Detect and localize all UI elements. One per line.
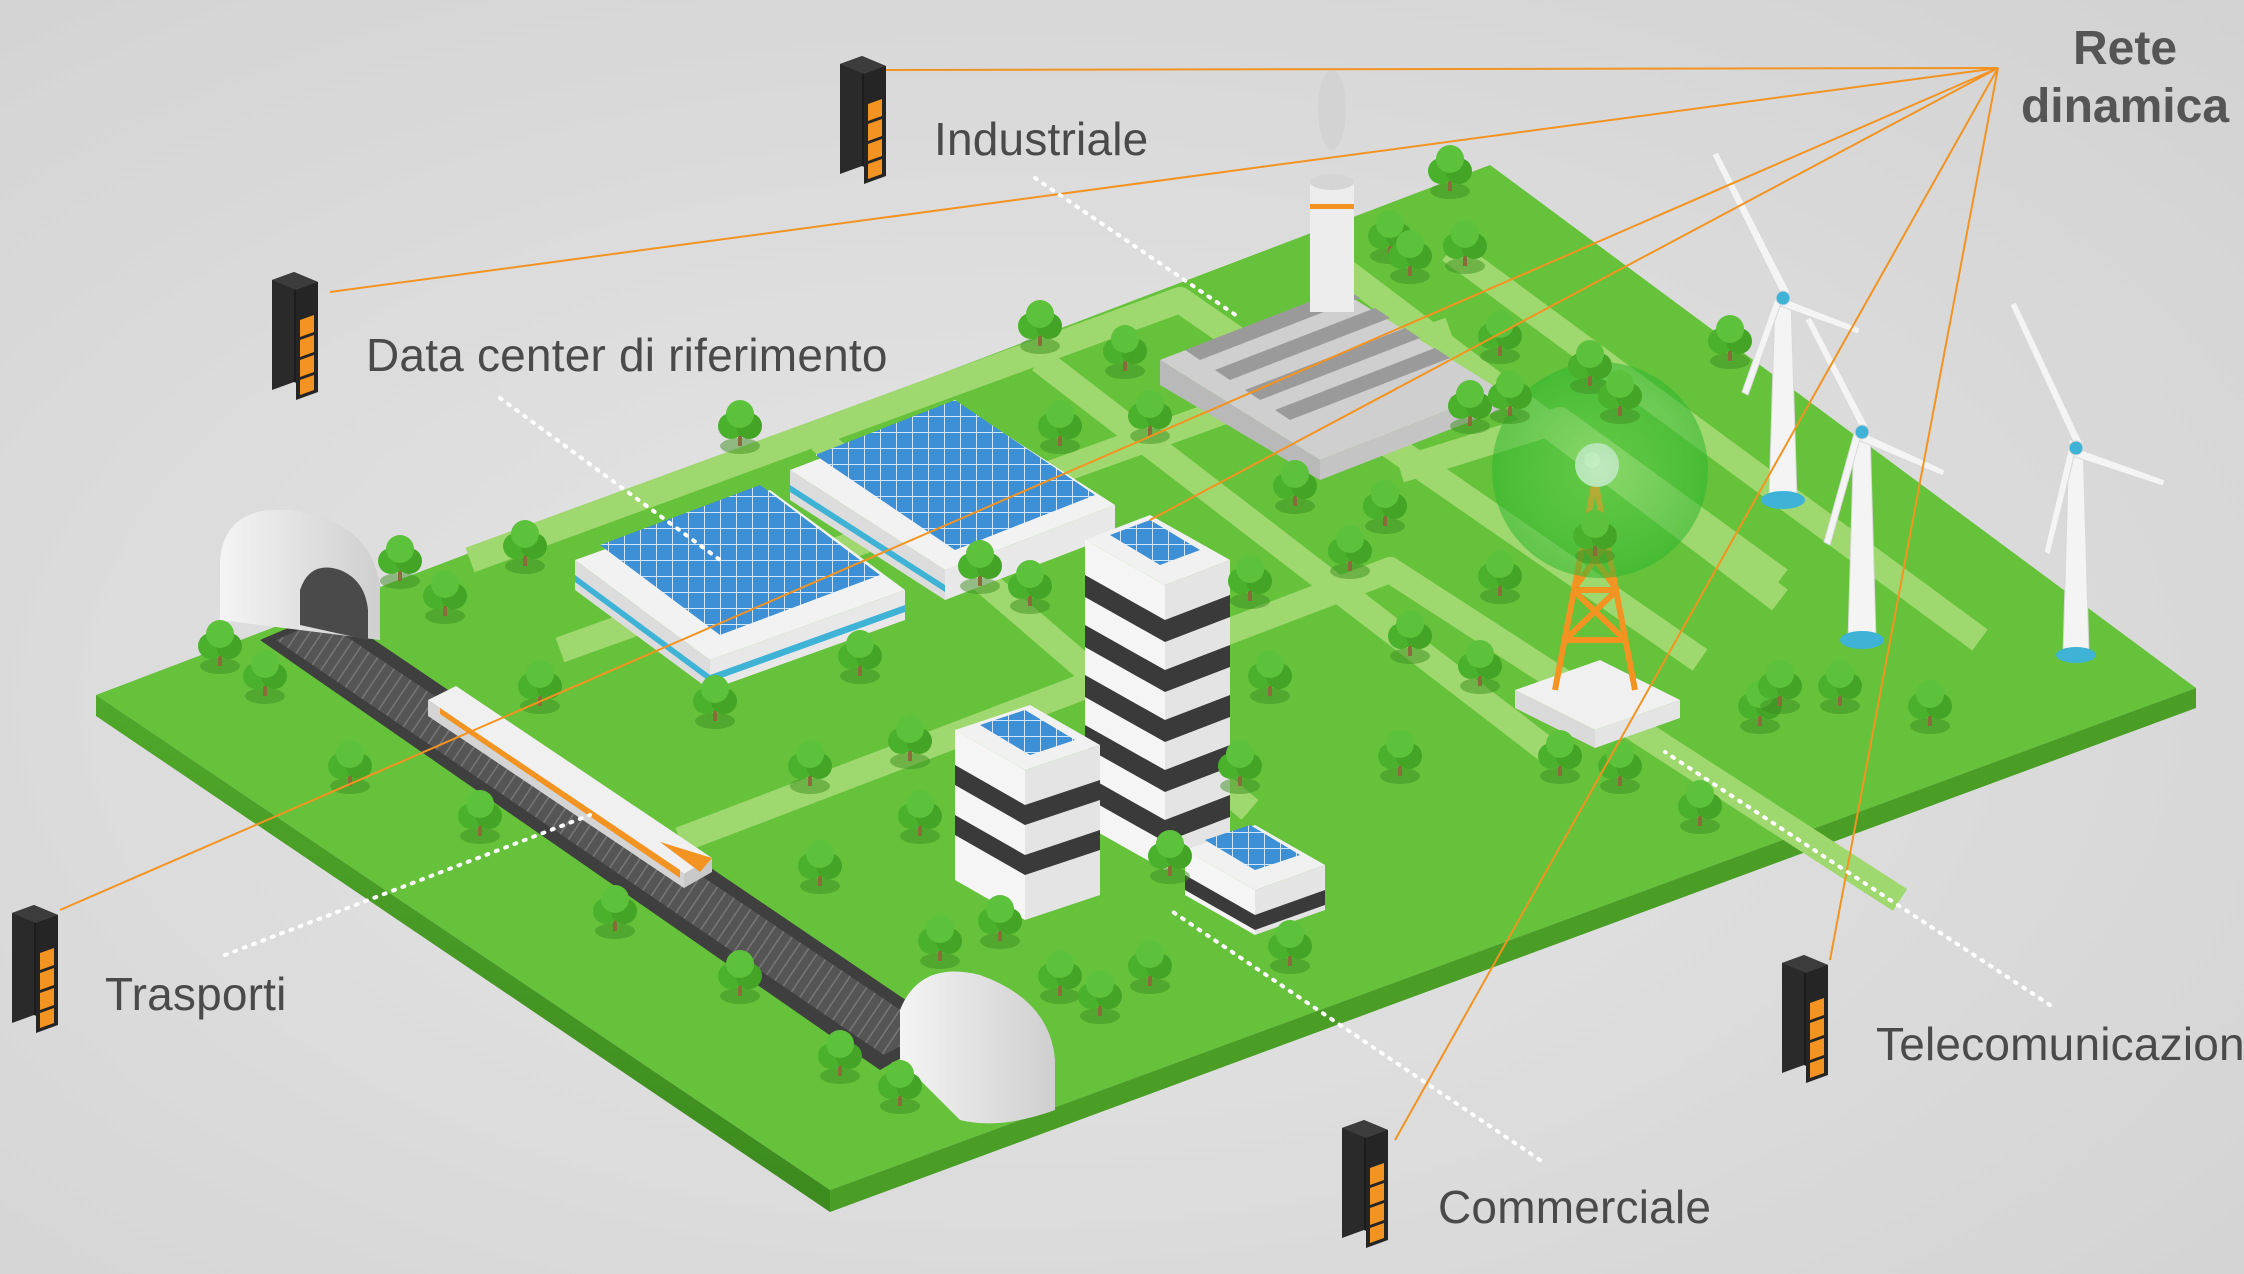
server-rack-industrial [840, 56, 886, 184]
low-building [1185, 825, 1325, 935]
server-rack-trasporti [12, 905, 58, 1033]
label-commerciale: Commerciale [1438, 1181, 1712, 1233]
railway [260, 610, 950, 1070]
solar-panel-icon [980, 710, 1075, 755]
wind-turbine-icon [1711, 151, 1861, 509]
server-rack-datacenter [272, 272, 318, 400]
solar-panel-icon [1205, 825, 1300, 870]
antenna-tower-icon [1492, 362, 1708, 748]
server-rack-icon [840, 56, 886, 184]
label-industrial: Industriale [934, 113, 1149, 165]
server-rack-icon [12, 905, 58, 1033]
label-trasporti: Trasporti [105, 968, 287, 1020]
label-telecom: Telecomunicazioni [1876, 1018, 2244, 1070]
mid-building [955, 705, 1100, 920]
network-lines [59, 67, 1999, 1141]
network-title: Rete dinamica [2000, 20, 2244, 136]
tower-building [1085, 515, 1230, 870]
signal-bubble [1492, 362, 1708, 578]
server-rack-commerciale [1342, 1120, 1388, 1248]
solar-building-left [575, 485, 905, 690]
train-icon [428, 686, 712, 888]
server-rack-icon [1342, 1120, 1388, 1248]
wind-turbine-icon [2009, 301, 2166, 663]
solar-panel-icon [1110, 520, 1200, 565]
solar-building-right [790, 400, 1115, 600]
label-datacenter: Data center di riferimento [366, 329, 888, 381]
solar-panel-icon [815, 400, 1095, 550]
network-title-line2: dinamica [2020, 80, 2230, 133]
wind-turbines [1711, 151, 2166, 663]
leader-lines [223, 176, 2052, 1162]
factory [1160, 70, 1500, 480]
server-rack-icon [272, 272, 318, 400]
network-title-line1: Rete [2072, 22, 2178, 75]
tunnel-front [900, 971, 1055, 1124]
server-rack-icon [1782, 955, 1828, 1083]
tunnel-back [220, 509, 380, 640]
server-rack-telecom [1782, 955, 1828, 1083]
